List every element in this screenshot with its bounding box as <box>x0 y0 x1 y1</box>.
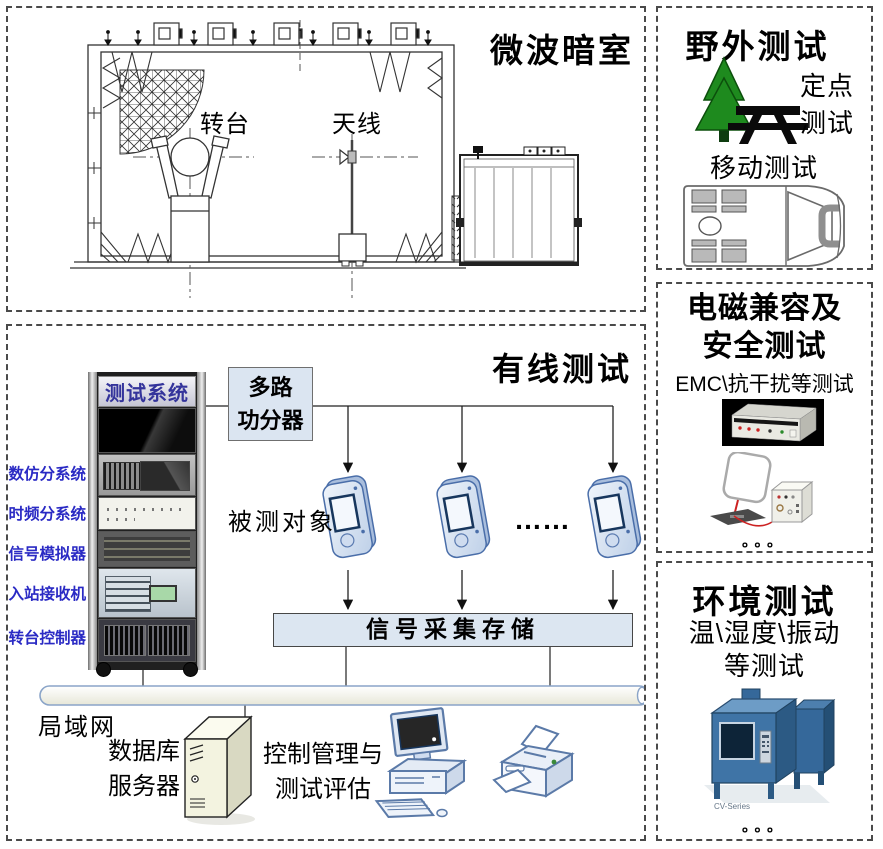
tree-icon <box>694 56 754 142</box>
rack-unit-industrial-pc <box>98 454 196 496</box>
control-line1: 控制管理与 <box>263 741 383 768</box>
rack-side-label: 信号模拟器 <box>8 546 86 563</box>
fixed-test-line1: 定点 <box>800 71 855 101</box>
absorber-zigzags <box>100 51 443 264</box>
section-environment-test: 环境测试 温\湿度\振动 等测试 CV-Series <box>656 561 873 841</box>
env-chamber-photo: CV-Series <box>704 688 836 811</box>
emc-title-line2: 安全测试 <box>702 330 827 363</box>
section-wired-test: 测试系统 <box>6 324 646 841</box>
rack-wheel <box>96 662 111 677</box>
rack-title: 测试系统 <box>105 383 189 405</box>
field-title: 野外测试 <box>685 28 830 65</box>
dut-label: 被测对象 <box>228 509 336 536</box>
lan-bus <box>39 685 644 706</box>
db-server-label: 数据库 服务器 <box>90 734 180 804</box>
roof-vent-boxes <box>153 22 420 46</box>
anechoic-chamber-drawing <box>70 20 582 298</box>
shield-container-drawing <box>451 146 582 266</box>
emc-title: 电磁兼容及 安全测试 <box>658 290 871 366</box>
section-anechoic-chamber: 微波暗室 转台 天线 <box>6 6 646 312</box>
rack-side-label: 数仿分系统 <box>8 466 86 483</box>
signal-lines <box>206 405 619 611</box>
db-server-line1: 数据库 <box>108 738 180 765</box>
turntable-label: 转台 <box>200 111 250 138</box>
env-subtitle: 温\湿度\振动 等测试 <box>658 617 871 683</box>
rack-rail <box>197 372 206 670</box>
emc-generator-photo <box>722 399 824 446</box>
pda-device-icon <box>433 473 493 561</box>
server-tower-icon <box>183 715 255 825</box>
corner-hatch-region <box>119 69 205 155</box>
desktop-computer-icon <box>374 707 468 818</box>
rack-unit-monitor <box>98 408 196 453</box>
env-title: 环境测试 <box>692 583 837 620</box>
pda-device-icon <box>584 473 644 561</box>
picnic-table-icon <box>728 106 808 144</box>
mobile-test-label: 移动测试 <box>710 153 819 183</box>
env-ellipsis-dots: 。。。 <box>741 818 787 835</box>
rack-header: 测试系统 <box>98 376 196 407</box>
fixed-test-line2: 测试 <box>800 108 855 138</box>
env-subtitle-line1: 温\湿度\振动 <box>688 618 841 648</box>
storage-bar: 信号采集存储 <box>273 613 633 647</box>
test-system-rack: 测试系统 <box>88 372 206 677</box>
rack-wheel <box>183 662 198 677</box>
section-emc-test: 电磁兼容及 安全测试 EMC\抗干扰等测试 <box>656 282 873 553</box>
power-splitter-box: 多路 功分器 <box>228 367 313 441</box>
truck-top-view-icon <box>683 185 845 267</box>
turntable-drawing <box>133 128 254 298</box>
rack-side-label: 时频分系统 <box>8 506 86 523</box>
dut-ellipsis: …… <box>514 504 570 535</box>
antenna-label: 天线 <box>332 111 382 138</box>
rack-unit-signal-simulator <box>98 531 196 567</box>
rack-unit-time-frequency <box>98 497 196 530</box>
antenna-drawing <box>312 134 418 298</box>
env-subtitle-line2: 等测试 <box>723 651 805 681</box>
chamber-walls <box>70 44 466 269</box>
rack-rail <box>88 372 97 670</box>
roof-bolts <box>104 30 432 46</box>
wall-ticks <box>88 20 301 229</box>
rack-side-label: 转台控制器 <box>8 630 86 647</box>
db-server-line2: 服务器 <box>108 773 180 800</box>
rack-unit-receiver <box>98 568 196 618</box>
anechoic-title: 微波暗室 <box>490 32 634 69</box>
splitter-line1: 多路 <box>248 375 293 400</box>
splitter-line2: 功分器 <box>237 408 304 433</box>
section-field-test: 野外测试 <box>656 6 873 270</box>
rack-side-label: 入站接收机 <box>8 586 86 603</box>
loop-antenna-photo <box>710 452 814 527</box>
printer-icon <box>492 724 575 798</box>
lan-ticks <box>142 647 551 721</box>
control-line2: 测试评估 <box>275 776 371 803</box>
control-label: 控制管理与 测试评估 <box>256 737 390 807</box>
fixed-test-label: 定点 测试 <box>800 68 854 142</box>
wired-title: 有线测试 <box>491 351 632 387</box>
rack-unit-controller <box>98 619 196 662</box>
emc-subtitle: EMC\抗干扰等测试 <box>675 373 854 396</box>
lan-label: 局域网 <box>38 714 116 741</box>
emc-ellipsis-dots: 。。。 <box>741 533 787 550</box>
wired-connections <box>39 405 644 825</box>
env-device-label: CV-Series <box>714 802 750 811</box>
emc-title-line1: 电磁兼容及 <box>687 292 842 325</box>
field-icons <box>683 56 845 267</box>
